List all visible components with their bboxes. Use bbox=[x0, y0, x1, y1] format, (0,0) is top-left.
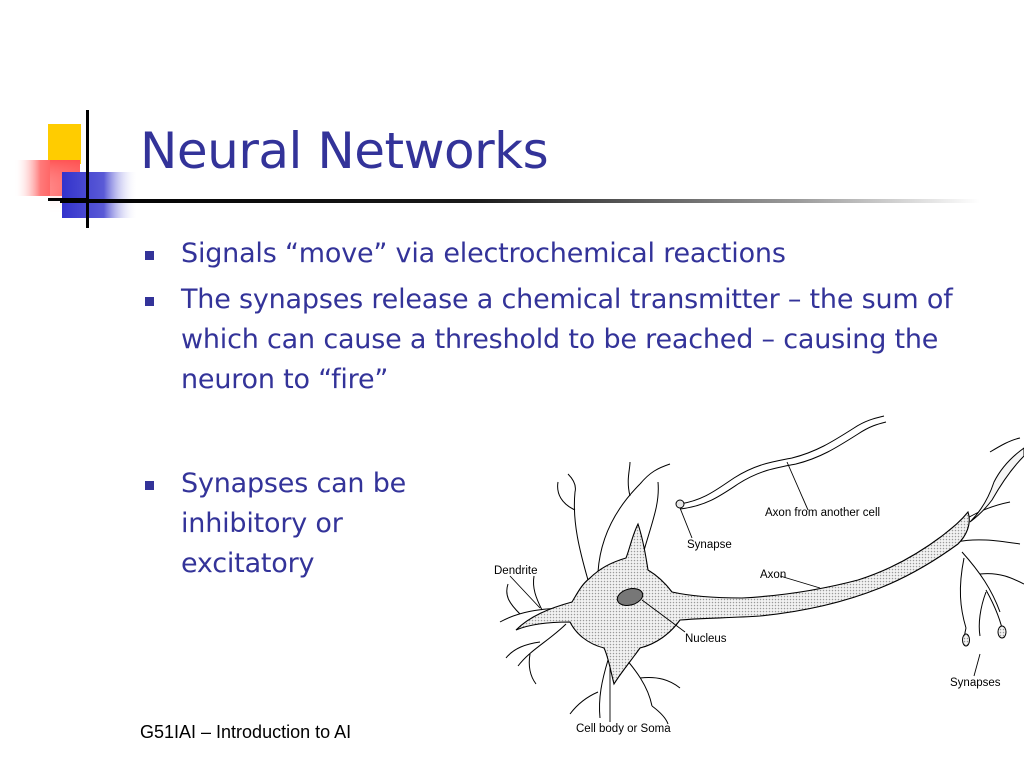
synapse-knob bbox=[675, 499, 685, 509]
bullet-item: The synapses release a chemical transmit… bbox=[144, 280, 1021, 400]
bullet-text: Synapses can be inhibitory or excitatory bbox=[181, 468, 407, 579]
bullet-text: The synapses release a chemical transmit… bbox=[181, 284, 953, 395]
bullet-marker-icon bbox=[145, 251, 154, 260]
cell-body-soma bbox=[515, 510, 970, 686]
target-cell-fragment bbox=[969, 447, 1024, 523]
bullet-item: Synapses can be inhibitory or excitatory bbox=[144, 464, 481, 584]
synapse-knob bbox=[962, 633, 970, 647]
label-axon: Axon bbox=[760, 569, 786, 581]
label-leader-lines bbox=[509, 461, 981, 722]
label-synapse: Synapse bbox=[687, 539, 732, 551]
slide-title: Neural Networks bbox=[140, 122, 549, 180]
bullet-list: Signals “move” via electrochemical react… bbox=[144, 234, 1021, 406]
neuron-diagram: Axon from another cell Synapse Dendrite … bbox=[494, 415, 1024, 735]
bullet-text: Signals “move” via electrochemical react… bbox=[181, 238, 786, 269]
label-synapses: Synapses bbox=[950, 677, 1001, 689]
label-axon-from-another-cell: Axon from another cell bbox=[765, 507, 880, 519]
axon-from-other-cell bbox=[679, 415, 885, 505]
bullet-marker-icon bbox=[145, 297, 154, 306]
title-underline bbox=[60, 199, 980, 203]
nucleus bbox=[616, 588, 644, 606]
synapse-knob bbox=[997, 625, 1007, 639]
bullet-marker-icon bbox=[145, 481, 154, 490]
label-nucleus: Nucleus bbox=[685, 633, 727, 645]
bullet-item: Signals “move” via electrochemical react… bbox=[144, 234, 941, 274]
slide-footer: G51IAI – Introduction to AI bbox=[140, 722, 352, 742]
label-cell-body: Cell body or Soma bbox=[576, 723, 671, 735]
slide-logo-graphic bbox=[14, 110, 138, 228]
label-dendrite: Dendrite bbox=[494, 565, 537, 577]
